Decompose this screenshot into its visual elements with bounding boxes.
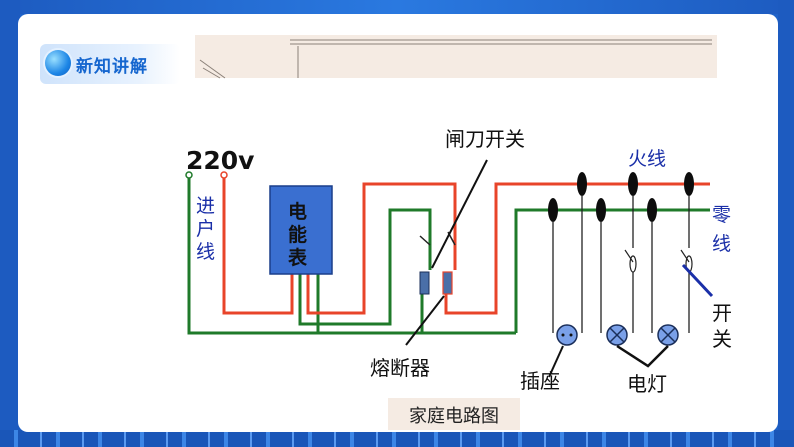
knife-switch-pointer — [431, 159, 488, 269]
switch-pointer — [681, 263, 714, 298]
section-badge-label: 新知讲解 — [76, 57, 148, 77]
right-frame — [778, 0, 794, 447]
meter-label-1: 电 — [288, 200, 307, 223]
socket-hole-right — [569, 333, 573, 337]
caption-box — [388, 398, 520, 430]
socket-symbol — [556, 324, 578, 346]
meter-label-2: 能 — [288, 223, 307, 246]
neutral-wire-label-2: 线 — [712, 233, 731, 255]
photo-strip-lines — [199, 39, 712, 79]
globe-icon — [45, 50, 71, 76]
socket-label: 插座 — [520, 369, 560, 393]
energy-meter — [269, 185, 333, 275]
knife-switch-label: 闸刀开关 — [445, 127, 525, 151]
neutral-wire — [187, 178, 710, 335]
branch-wires — [552, 196, 690, 333]
incoming-line-label-3: 线 — [196, 241, 215, 263]
photo-strip — [195, 35, 717, 78]
left-frame — [0, 0, 20, 447]
incoming-line-label-1: 进 — [196, 195, 215, 217]
neutral-terminal — [185, 171, 193, 179]
lamp-symbols — [606, 324, 679, 346]
socket-hole-left — [561, 333, 565, 337]
switch-label-1: 开 — [712, 301, 732, 325]
neutral-wire-label-1: 零 — [712, 204, 731, 226]
voltage-label: 220v — [186, 146, 254, 175]
fuse-label: 熔断器 — [370, 356, 430, 380]
live-wire — [222, 178, 710, 315]
lamp-label: 电灯 — [627, 372, 667, 396]
fuse-left — [419, 271, 430, 295]
meter-label-3: 表 — [288, 246, 308, 269]
lamp-pointer — [616, 344, 669, 368]
bottom-frame-pattern — [0, 430, 794, 447]
socket-pointer — [548, 345, 564, 378]
switch-label-2: 关 — [712, 327, 732, 351]
live-wire-label: 火线 — [628, 148, 666, 170]
wall-switches — [624, 249, 693, 273]
fuse-right — [442, 271, 453, 295]
incoming-line-label-2: 户 — [196, 218, 215, 240]
live-terminal — [220, 171, 228, 179]
junction-nodes — [548, 172, 694, 222]
fuse-pointer — [405, 295, 445, 346]
top-frame — [0, 0, 794, 14]
diagram-caption: 家庭电路图 — [409, 406, 499, 427]
